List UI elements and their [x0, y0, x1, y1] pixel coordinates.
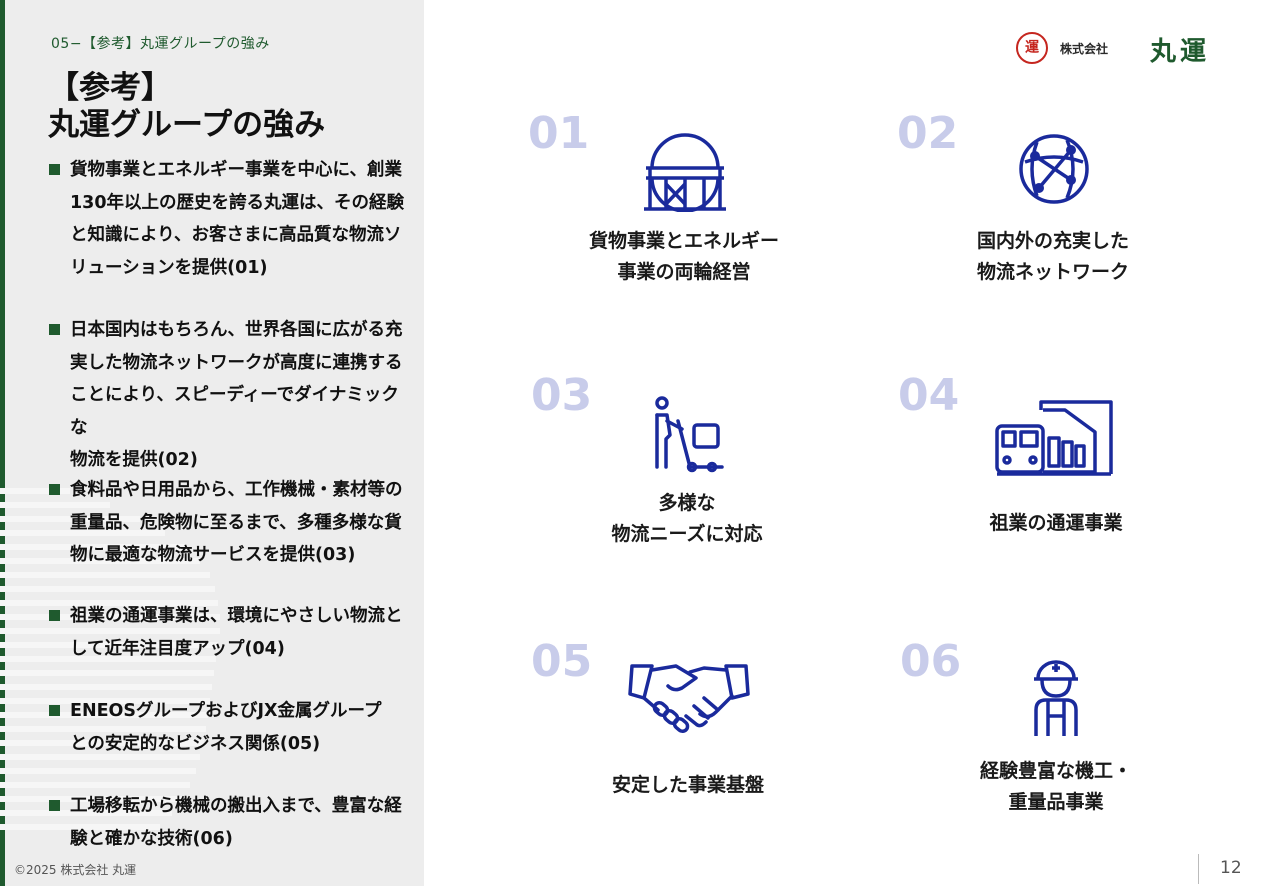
text-line: 験と確かな技術(06)	[70, 828, 233, 849]
text-line: 物流を提供(02)	[70, 450, 198, 470]
hardhat-worker-icon	[1034, 660, 1078, 736]
storage-tank-icon	[644, 133, 726, 212]
label-line: 重量品事業	[1008, 791, 1104, 813]
label-line: 多様な	[658, 492, 716, 514]
text-line: 実した物流ネットワークが高度に連携する	[70, 352, 403, 373]
text-line: 日本国内はもちろん、世界各国に広がる充	[70, 320, 403, 340]
feature-number-04: 04	[898, 370, 960, 421]
label-line: 安定した事業基盤	[611, 774, 764, 796]
text-line: ENEOSグループおよびJX金属グループ	[70, 701, 382, 721]
feature-label-06: 経験豊富な機工・ 重量品事業	[926, 756, 1186, 818]
text-line: 祖業の通運事業は、環境にやさしい物流と	[70, 606, 403, 626]
page-number: 12	[1220, 858, 1242, 878]
logo-name: 丸運	[1150, 37, 1211, 67]
feature-label-02: 国内外の充実した 物流ネットワーク	[923, 226, 1183, 288]
logo-company: 株式会社	[1060, 42, 1109, 56]
strength-text: 日本国内はもちろん、世界各国に広がる充 実した物流ネットワークが高度に連携する …	[70, 314, 415, 477]
feature-number-05: 05	[531, 636, 593, 687]
text-line: 物に最適な物流サービスを提供(03)	[70, 545, 356, 565]
text-line: との安定的なビジネス関係(05)	[70, 733, 321, 754]
strength-text: ENEOSグループおよびJX金属グループ との安定的なビジネス関係(05)	[70, 695, 415, 760]
bullet-square-icon	[49, 800, 60, 811]
feature-number-03: 03	[531, 370, 593, 421]
copyright: ©2025 株式会社 丸運	[14, 863, 137, 877]
feature-number-06: 06	[900, 636, 962, 687]
bullet-square-icon	[49, 610, 60, 621]
bullet-square-icon	[49, 484, 60, 495]
strength-text: 祖業の通運事業は、環境にやさしい物流と して近年注目度アップ(04)	[70, 600, 415, 665]
text-line: 130年以上の歴史を誇る丸運は、その経験	[70, 192, 405, 213]
text-line: して近年注目度アップ(04)	[70, 638, 285, 659]
feature-number-01: 01	[528, 108, 590, 159]
label-line: 物流ネットワーク	[976, 261, 1129, 283]
text-line: 食料品や日用品から、工作機械・素材等の	[70, 480, 403, 500]
text-line: 重量品、危険物に至るまで、多種多様な貨	[70, 512, 402, 533]
strength-text: 食料品や日用品から、工作機械・素材等の 重量品、危険物に至るまで、多種多様な貨 …	[70, 474, 415, 572]
text-line: ことにより、スピーディーでダイナミックな	[70, 385, 399, 438]
handshake-icon	[628, 664, 750, 734]
strength-text: 工場移転から機械の搬出入まで、豊富な経 験と確かな技術(06)	[70, 790, 415, 855]
label-line: 国内外の充実した	[976, 230, 1129, 252]
text-line: と知識により、お客さまに高品質な物流ソ	[70, 225, 402, 245]
accent-bar	[0, 0, 5, 886]
label-line: 祖業の通運事業	[989, 512, 1123, 534]
text-line: リューションを提供(01)	[70, 257, 268, 278]
globe-network-icon	[1019, 134, 1089, 204]
feature-number-02: 02	[897, 108, 959, 159]
page-title-line1: 【参考】	[48, 70, 172, 106]
logo-mark: 運	[1016, 32, 1048, 64]
feature-label-04: 祖業の通運事業	[926, 508, 1186, 539]
label-line: 物流ニーズに対応	[611, 523, 763, 545]
hand-truck-worker-icon	[655, 396, 724, 473]
text-line: 貨物事業とエネルギー事業を中心に、創業	[70, 160, 402, 180]
label-line: 経験豊富な機工・	[979, 760, 1132, 782]
left-panel: 05−【参考】丸運グループの強み 【参考】 丸運グループの強み 貨物事業とエネル…	[0, 0, 424, 886]
strength-text: 貨物事業とエネルギー事業を中心に、創業 130年以上の歴史を誇る丸運は、その経験…	[70, 154, 415, 284]
page-title-line2: 丸運グループの強み	[48, 107, 326, 143]
footer-divider	[1198, 854, 1199, 884]
freight-train-icon	[995, 400, 1113, 476]
feature-label-05: 安定した事業基盤	[558, 770, 818, 801]
label-line: 事業の両輪経営	[617, 261, 751, 283]
feature-label-03: 多様な 物流ニーズに対応	[557, 488, 817, 550]
label-line: 貨物事業とエネルギー	[588, 230, 779, 252]
bullet-square-icon	[49, 705, 60, 716]
section-label: 05−【参考】丸運グループの強み	[51, 36, 270, 52]
feature-label-01: 貨物事業とエネルギー 事業の両輪経営	[554, 226, 814, 288]
page-title: 【参考】 丸運グループの強み	[48, 70, 325, 144]
bullet-square-icon	[49, 324, 60, 335]
text-line: 工場移転から機械の搬出入まで、豊富な経	[70, 796, 402, 816]
decorative-stripes	[0, 488, 424, 886]
bullet-square-icon	[49, 164, 60, 175]
